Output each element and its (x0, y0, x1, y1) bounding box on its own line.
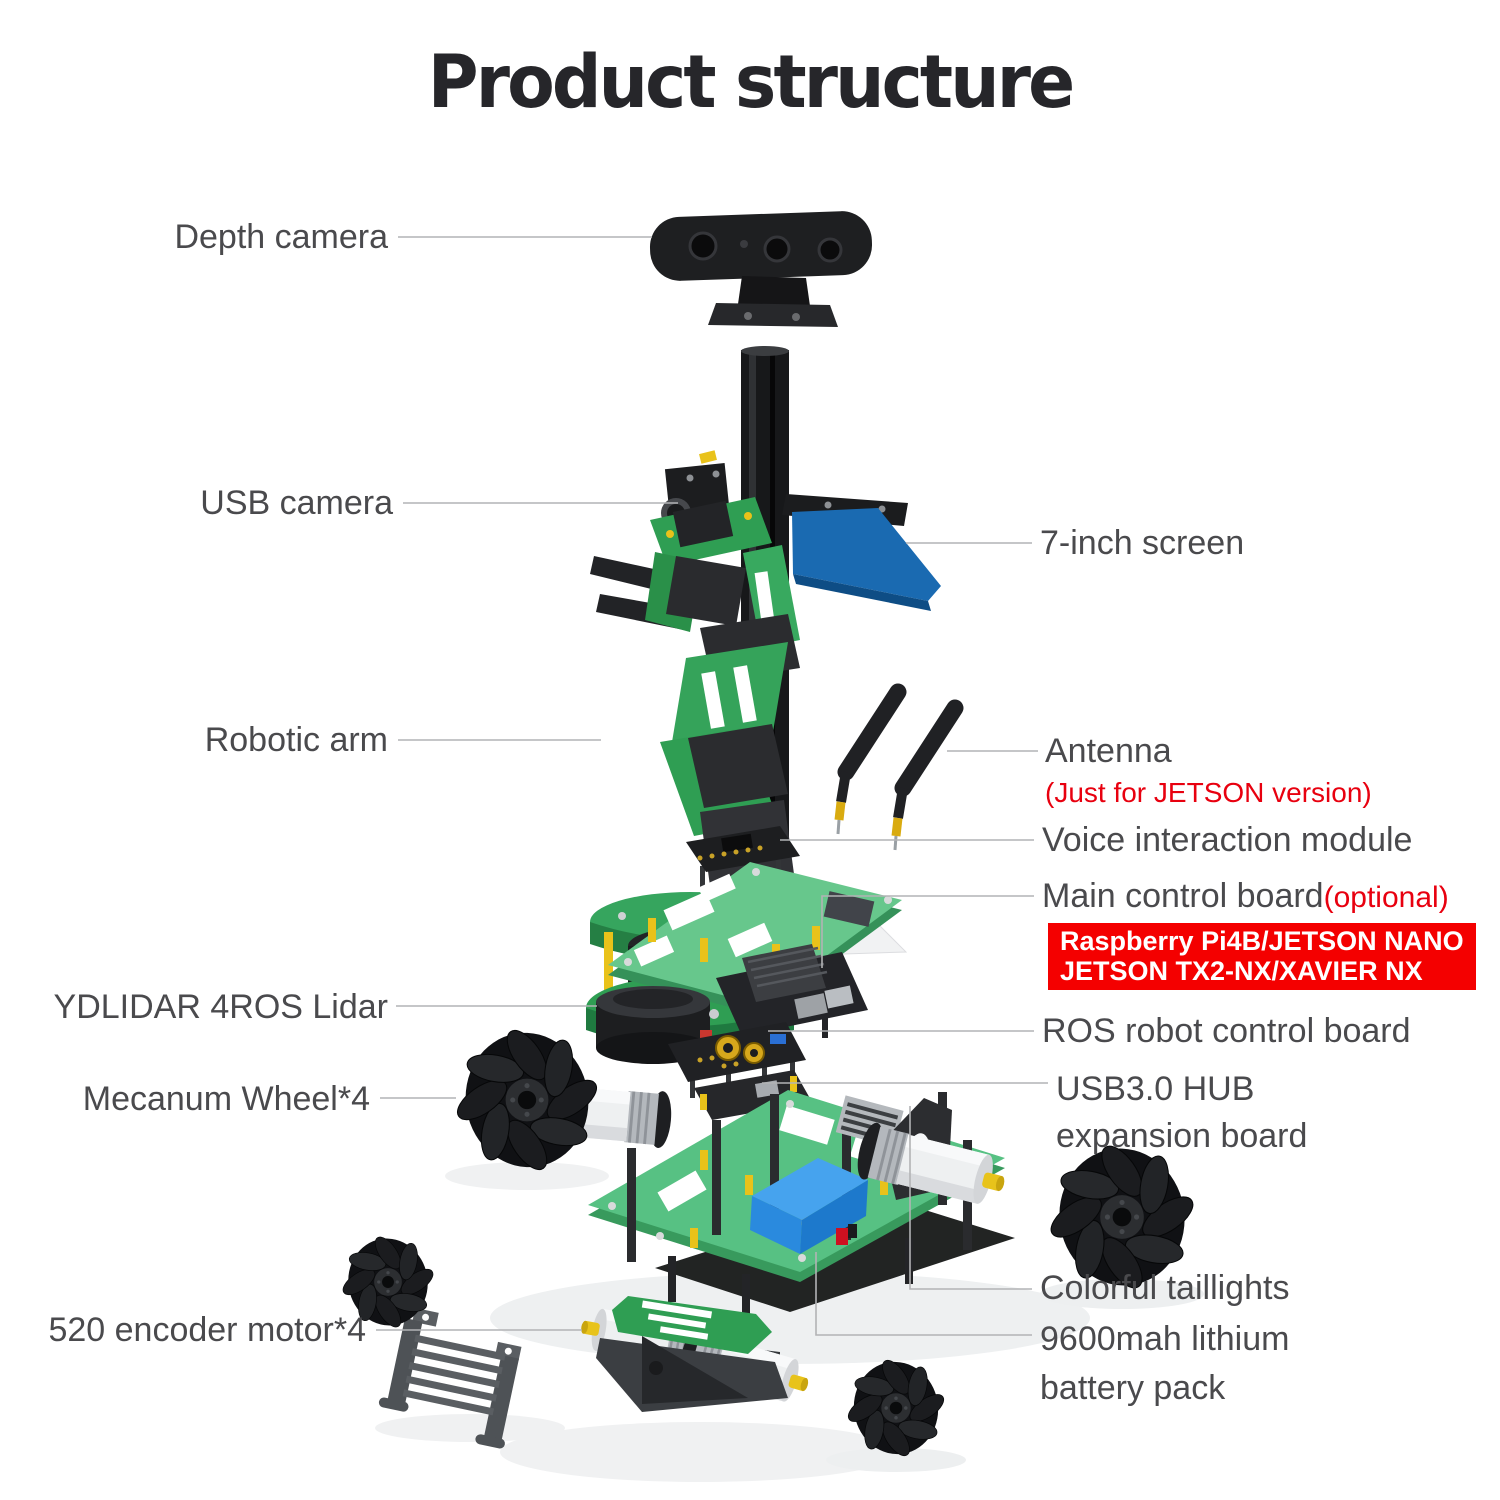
page-title: Product structure (427, 40, 1075, 125)
main-board-option-line2: JETSON TX2-NX/XAVIER NX (1060, 956, 1423, 986)
battery-illustration (750, 1158, 868, 1254)
battery-line (815, 1252, 1032, 1336)
depth-camera-illustration (649, 211, 873, 327)
label-voice-module: Voice interaction module (1042, 821, 1413, 859)
label-ros-board: ROS robot control board (1042, 1012, 1411, 1050)
main-board-note: (optional) (1323, 881, 1449, 914)
label-screen: 7-inch screen (1040, 524, 1245, 562)
taillights-line (909, 1106, 1032, 1290)
label-usb-hub: USB3.0 HUB expansion board (1056, 1070, 1308, 1155)
mecanum-wheel-1-illustration (450, 1022, 604, 1178)
label-battery: 9600mah lithium battery pack (1040, 1320, 1290, 1407)
label-main-board: Main control board(optional) (1042, 877, 1449, 915)
main-board-line (821, 895, 1034, 968)
label-taillights: Colorful taillights (1040, 1269, 1290, 1307)
motor-assembly-illustration (577, 1296, 815, 1412)
main-board-option-line1: Raspberry Pi4B/JETSON NANO (1060, 926, 1464, 956)
label-antenna: Antenna (Just for JETSON version) (1045, 732, 1372, 808)
antenna-illustration (834, 683, 964, 851)
label-depth-camera: Depth camera (174, 218, 388, 256)
voice-module-illustration (686, 826, 800, 890)
label-encoder-motor: 520 encoder motor*4 (48, 1311, 366, 1349)
screen-illustration (782, 494, 941, 611)
label-lidar: YDLIDAR 4ROS Lidar (53, 988, 388, 1026)
antenna-note: (Just for JETSON version) (1045, 777, 1372, 808)
guard-bracket-illustration (378, 1307, 522, 1449)
label-usb-camera: USB camera (200, 484, 393, 522)
main-board-options-box: Raspberry Pi4B/JETSON NANO JETSON TX2-NX… (1048, 923, 1476, 990)
label-mecanum-wheel: Mecanum Wheel*4 (82, 1080, 370, 1118)
ros-board-illustration (668, 1022, 806, 1098)
jetson-module-illustration (716, 944, 868, 1056)
callout-lines (376, 236, 1048, 1336)
label-robotic-arm: Robotic arm (204, 721, 388, 759)
